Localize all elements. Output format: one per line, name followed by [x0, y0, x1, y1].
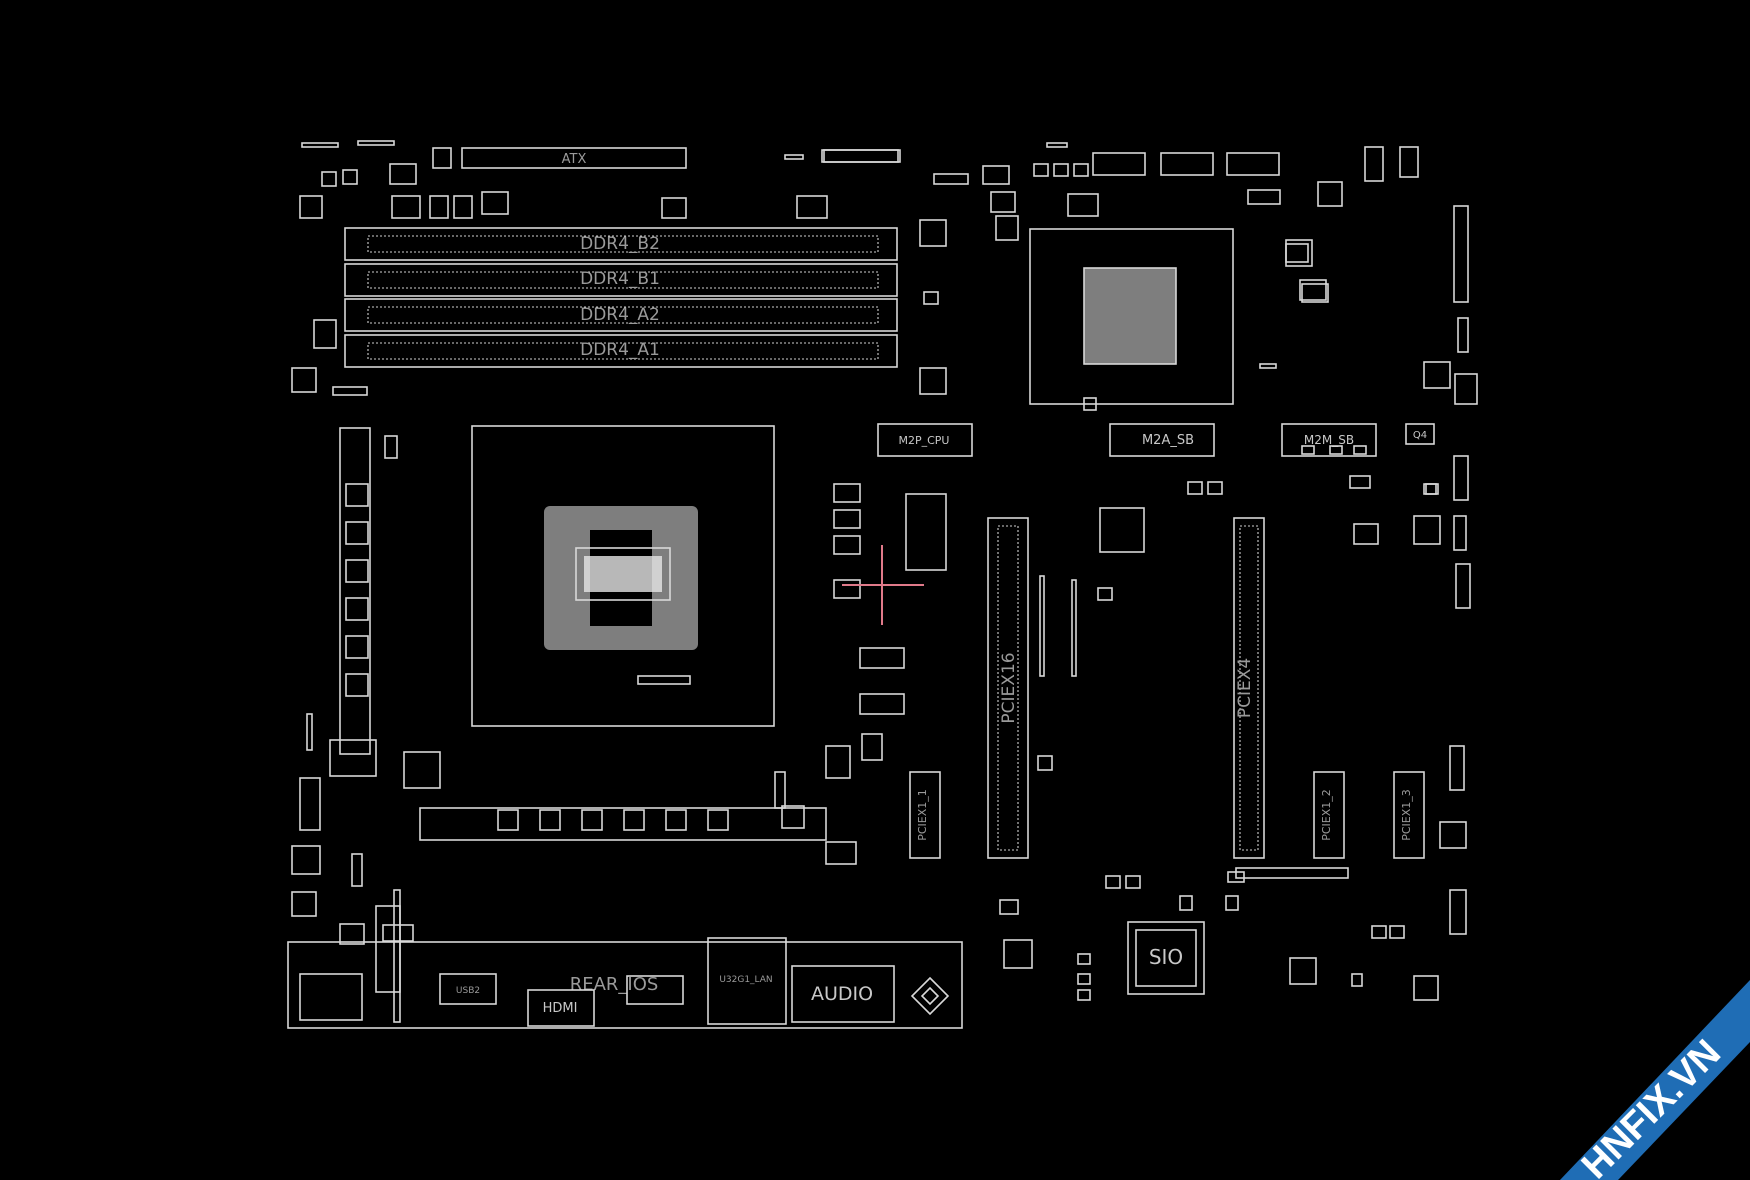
bottom-header	[1235, 867, 1349, 879]
atx-power-connector[interactable]: ATX	[461, 147, 687, 169]
rear-jack	[375, 905, 401, 993]
m2-slot-a-sb[interactable]: M2A_SB	[1109, 423, 1215, 457]
rear-io-area[interactable]: REAR_IOS USB2 HDMI U32G1_LAN AUDIO	[287, 905, 963, 1029]
chipset-pch[interactable]	[1029, 228, 1234, 411]
dimm-a2-label: DDR4_A2	[580, 305, 660, 325]
rear-ios-label: REAR_IOS	[570, 974, 659, 995]
m2-slot-m-sb[interactable]: M2M_SB	[1281, 423, 1377, 457]
pciex1-1-label: PCIEX1_1	[916, 789, 929, 841]
misc-parts	[999, 445, 1439, 915]
socket-right-parts	[774, 219, 947, 865]
atx-label: ATX	[562, 152, 587, 167]
pciex1-3-label: PCIEX1_3	[1400, 789, 1413, 841]
m2m-sb-label: M2M_SB	[1304, 433, 1354, 447]
hdmi-port: HDMI	[527, 989, 595, 1027]
pcie-x1-slot-2[interactable]: PCIEX1_2	[1313, 771, 1345, 859]
cursor-crosshair	[842, 545, 924, 625]
m2a-sb-label: M2A_SB	[1142, 433, 1194, 448]
q4-label: Q4	[1413, 430, 1427, 441]
dimm-slot-b2[interactable]: DDR4_B2	[344, 227, 898, 261]
pciex16-label: PCIEX16	[999, 652, 1019, 723]
pcie-x1-slot-3[interactable]: PCIEX1_3	[1393, 771, 1425, 859]
m2-slot-cpu[interactable]: M2P_CPU	[877, 423, 973, 457]
dimm-slot-b1[interactable]: DDR4_B1	[344, 263, 898, 297]
dimm-slots[interactable]: DDR4_B2 DDR4_B1 DDR4_A2 DDR4_A1	[344, 227, 898, 368]
pciex1-2-label: PCIEX1_2	[1320, 789, 1333, 841]
dimm-b2-label: DDR4_B2	[580, 234, 660, 254]
optical-out	[910, 976, 950, 1016]
pcie-x1-slot-1[interactable]: PCIEX1_1	[909, 771, 941, 859]
dimm-slot-a2[interactable]: DDR4_A2	[344, 298, 898, 332]
dimm-a1-label: DDR4_A1	[580, 340, 660, 360]
left-column-parts	[291, 319, 827, 1023]
dimm-b1-label: DDR4_B1	[580, 269, 660, 289]
m2p-cpu-label: M2P_CPU	[899, 434, 950, 447]
audio-jacks: AUDIO	[791, 965, 895, 1023]
dimm-slot-a1[interactable]: DDR4_A1	[344, 334, 898, 368]
audio-label: AUDIO	[811, 983, 873, 1005]
vrm-chokes-left	[345, 483, 805, 831]
usb32-lan-label: U32G1_LAN	[719, 975, 772, 985]
hdmi-label: HDMI	[543, 1001, 578, 1016]
super-io-chip[interactable]: SIO	[1127, 921, 1205, 995]
ps2-port	[299, 973, 363, 1021]
usb32-lan-port: U32G1_LAN	[707, 937, 787, 1025]
sio-surroundings	[1003, 875, 1405, 1001]
cpu-socket[interactable]	[471, 425, 775, 727]
sio-label: SIO	[1149, 945, 1183, 969]
pciex4-label: PCIEX4	[1235, 658, 1255, 718]
pcie-x4-slot[interactable]: PCIEX4	[1233, 517, 1265, 859]
dp-port	[626, 975, 684, 1005]
usb2-port	[439, 973, 497, 1005]
top-header	[823, 149, 901, 163]
pcie-x16-slot[interactable]: PCIEX16	[987, 517, 1029, 859]
q4-part: Q4	[1405, 423, 1435, 445]
usb2-label: USB2	[456, 986, 480, 996]
right-column-parts	[1071, 239, 1471, 1001]
